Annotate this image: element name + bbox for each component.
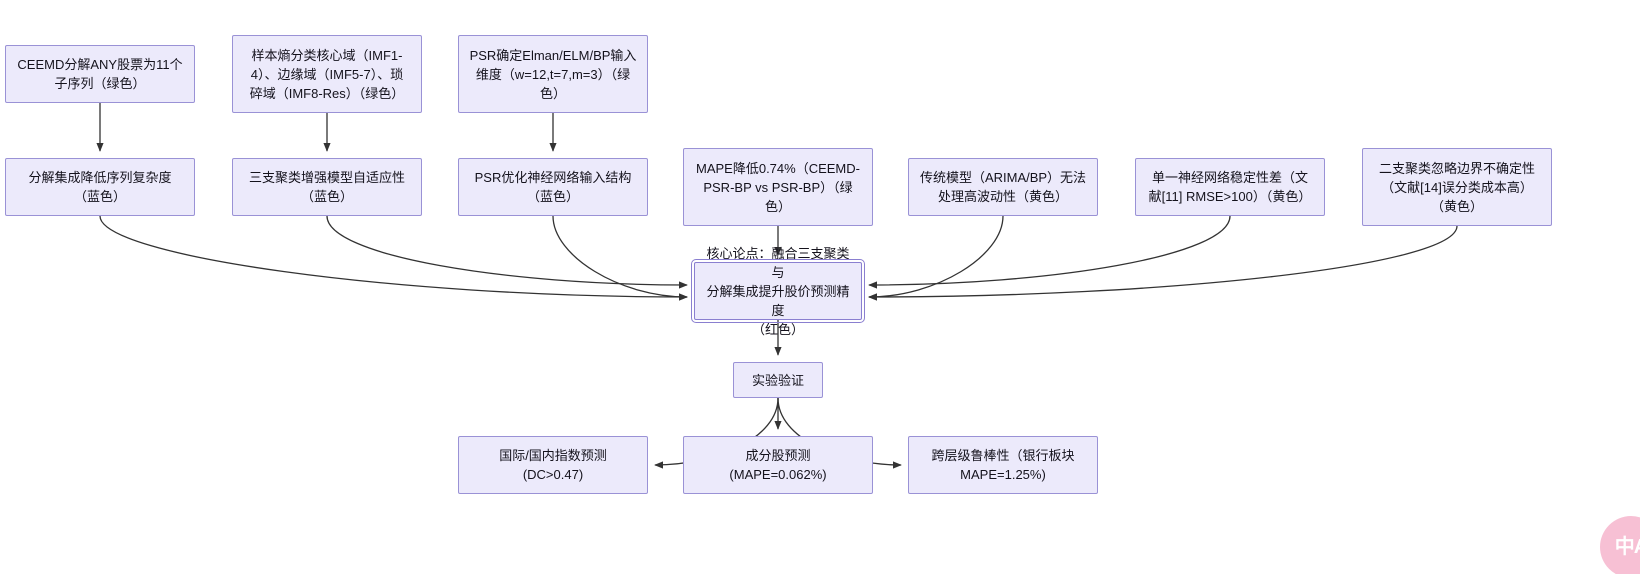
edge-n5-to-core	[326, 215, 688, 289]
watermark-badge: 中A	[1600, 516, 1640, 574]
flow-node-label: 单一神经网络稳定性差（文 献[11] RMSE>100）（黄色）	[1148, 170, 1312, 204]
flow-node-label: 三支聚类增强模型自适应性 （蓝色）	[248, 170, 405, 204]
edge-n10-to-core	[868, 225, 1458, 301]
flow-node-n13[interactable]: 成分股预测 (MAPE=0.062%)	[683, 436, 873, 494]
flow-node-label: 核心论点：融合三支聚类与 分解集成提升股价预测精度 （红色）	[706, 245, 850, 337]
flow-node-n14[interactable]: 跨层级鲁棒性（银行板块 MAPE=1.25%)	[908, 436, 1098, 494]
flow-node-label: CEEMD分解ANY股票为11个 子序列（绿色）	[17, 57, 183, 91]
flow-node-label: 分解集成降低序列复杂度 （蓝色）	[28, 170, 172, 204]
edge-n9-to-core	[868, 215, 1231, 289]
flow-node-n12[interactable]: 国际/国内指数预测 (DC>0.47)	[458, 436, 648, 494]
flow-node-label: 成分股预测 (MAPE=0.062%)	[729, 448, 827, 482]
flow-node-n4[interactable]: 分解集成降低序列复杂度 （蓝色）	[5, 158, 195, 216]
flow-node-label: 国际/国内指数预测 (DC>0.47)	[499, 448, 607, 482]
flow-node-label: PSR优化神经网络输入结构 （蓝色）	[474, 170, 632, 204]
edge-n6-to-core	[552, 215, 688, 301]
flow-node-label: 二支聚类忽略边界不确定性 （文献[14]误分类成本高） （黄色）	[1378, 160, 1535, 214]
flow-node-n5[interactable]: 三支聚类增强模型自适应性 （蓝色）	[232, 158, 422, 216]
flow-node-n3[interactable]: PSR确定Elman/ELM/BP输入 维度（w=12,t=7,m=3）（绿 色…	[458, 35, 648, 113]
edge-n4-to-core	[99, 215, 688, 301]
flow-node-label: PSR确定Elman/ELM/BP输入 维度（w=12,t=7,m=3）（绿 色…	[469, 47, 637, 101]
flow-node-core[interactable]: 核心论点：融合三支聚类与 分解集成提升股价预测精度 （红色）	[691, 246, 865, 337]
flow-node-label: 传统模型（ARIMA/BP）无法 处理高波动性（黄色）	[919, 170, 1087, 204]
flow-node-n1[interactable]: CEEMD分解ANY股票为11个 子序列（绿色）	[5, 45, 195, 103]
edge-n8-to-core	[868, 215, 1004, 301]
flow-node-label: 样本熵分类核心域（IMF1- 4）、边缘域（IMF5-7）、琐 碎域（IMF8-…	[249, 47, 405, 101]
flow-node-n7[interactable]: MAPE降低0.74%（CEEMD- PSR-BP vs PSR-BP）（绿 色…	[683, 148, 873, 226]
flow-node-label: MAPE降低0.74%（CEEMD- PSR-BP vs PSR-BP）（绿 色…	[696, 160, 860, 214]
flow-node-n11[interactable]: 实验验证	[733, 362, 823, 398]
watermark-label: 中A	[1614, 536, 1640, 558]
flow-node-label: 实验验证	[751, 372, 804, 388]
flow-node-n6[interactable]: PSR优化神经网络输入结构 （蓝色）	[458, 158, 648, 216]
flow-node-n9[interactable]: 单一神经网络稳定性差（文 献[11] RMSE>100）（黄色）	[1135, 158, 1325, 216]
flow-node-n2[interactable]: 样本熵分类核心域（IMF1- 4）、边缘域（IMF5-7）、琐 碎域（IMF8-…	[232, 35, 422, 113]
flow-node-n10[interactable]: 二支聚类忽略边界不确定性 （文献[14]误分类成本高） （黄色）	[1362, 148, 1552, 226]
flow-node-n8[interactable]: 传统模型（ARIMA/BP）无法 处理高波动性（黄色）	[908, 158, 1098, 216]
flow-node-label: 跨层级鲁棒性（银行板块 MAPE=1.25%)	[931, 448, 1075, 482]
